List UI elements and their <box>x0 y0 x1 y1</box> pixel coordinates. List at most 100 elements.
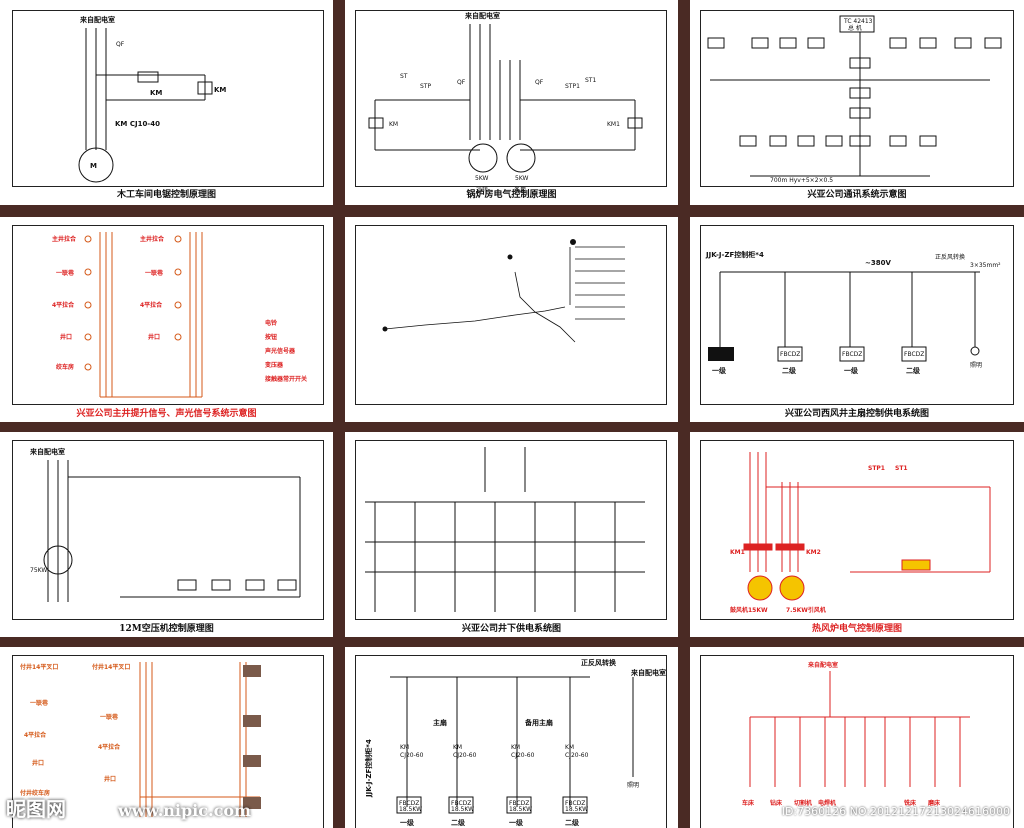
svg-text:KM: KM <box>565 744 574 751</box>
svg-text:一联巷: 一联巷 <box>145 269 163 277</box>
diagram-frame <box>355 655 667 828</box>
svg-text:QF: QF <box>457 79 466 86</box>
svg-text:FBCDZ: FBCDZ <box>509 800 529 807</box>
svg-text:一级: 一级 <box>509 818 524 827</box>
svg-text:付井14平叉口: 付井14平叉口 <box>92 663 130 671</box>
svg-text:4平拉合: 4平拉合 <box>24 731 47 739</box>
panel-fan-control-cabinet: 正反风转换 来自配电室 JJK-J-ZF控制柜*4 主扇 备用主扇 KM CJ2… <box>345 647 678 828</box>
svg-text:来自配电室: 来自配电室 <box>808 661 838 669</box>
svg-text:7.5KW引风机: 7.5KW引风机 <box>786 606 826 614</box>
svg-text:~380V: ~380V <box>865 259 891 267</box>
panel-mine-layout <box>345 217 678 422</box>
svg-text:备用主扇: 备用主扇 <box>524 718 553 727</box>
svg-text:KM2: KM2 <box>806 549 821 556</box>
communication-diagram: TC 42413 总 机 700m Hyv+5×2×0.5 <box>707 15 1002 184</box>
panel-compressor: 来自配电室 75KW 12M空压机控制原理图 <box>0 432 333 637</box>
svg-text:CJ20-60: CJ20-60 <box>400 752 424 759</box>
svg-text:一联巷: 一联巷 <box>30 699 48 707</box>
diagram-frame <box>355 440 667 620</box>
svg-text:来自配电室: 来自配电室 <box>29 447 65 456</box>
svg-text:75KW: 75KW <box>30 567 47 574</box>
svg-text:变压器: 变压器 <box>265 361 284 369</box>
diagram-frame <box>700 655 1014 828</box>
svg-text:照明: 照明 <box>627 782 639 789</box>
svg-text:电焊机: 电焊机 <box>818 799 836 807</box>
svg-text:来自配电室: 来自配电室 <box>464 11 500 20</box>
svg-text:井口: 井口 <box>60 333 72 341</box>
svg-text:JJK-J-ZF控制柜*4: JJK-J-ZF控制柜*4 <box>364 739 373 798</box>
svg-text:铣床: 铣床 <box>904 799 917 807</box>
svg-text:一级: 一级 <box>844 366 859 375</box>
svg-text:FBCDZ: FBCDZ <box>565 800 585 807</box>
svg-text:700m Hyv+5×2×0.5: 700m Hyv+5×2×0.5 <box>770 177 833 184</box>
diagram-frame <box>355 10 667 187</box>
caption: 热风炉电气控制原理图 <box>811 624 902 634</box>
svg-text:一联巷: 一联巷 <box>56 269 74 277</box>
boiler-control-diagram: 来自配电室 ST STP STP1 ST1 QF QF KM KM1 5KW 5… <box>368 11 643 194</box>
svg-text:鼓风机15KW: 鼓风机15KW <box>730 606 768 614</box>
fan-control-cabinet-diagram: 正反风转换 来自配电室 JJK-J-ZF控制柜*4 主扇 备用主扇 KM CJ2… <box>364 658 666 827</box>
watermark-brand: 昵图网 <box>6 797 66 821</box>
diagram-frame <box>12 655 324 828</box>
panel-fan-power: JJK-J-ZF控制柜*4 ~380V 正反风转换 3×35mm² FBCDZ … <box>690 217 1024 422</box>
svg-text:CJ20-60: CJ20-60 <box>453 752 477 759</box>
underground-power-diagram <box>365 447 645 612</box>
svg-text:一级: 一级 <box>400 818 415 827</box>
svg-text:来自配电室: 来自配电室 <box>630 668 666 677</box>
diagram-frame <box>12 225 324 405</box>
svg-text:18.5KW: 18.5KW <box>509 806 532 813</box>
svg-text:二级: 二级 <box>565 818 580 827</box>
caption: 兴亚公司井下供电系统图 <box>461 624 561 634</box>
watermark-url: www.nipic.com <box>118 801 251 820</box>
svg-text:来自配电室: 来自配电室 <box>79 15 115 24</box>
caption: 兴亚公司主井提升信号、声光信号系统示意图 <box>76 409 257 419</box>
panel-boiler-control: 来自配电室 ST STP STP1 ST1 QF QF KM KM1 5KW 5… <box>345 0 678 205</box>
svg-text:FBCDZ: FBCDZ <box>842 351 862 358</box>
panel-communication: TC 42413 总 机 700m Hyv+5×2×0.5 兴亚公司通讯系统示意… <box>690 0 1024 205</box>
workshop-distribution-diagram: 来自配电室 车床 钻床 切割机 电焊机 铣床 磨床 <box>742 661 970 807</box>
panel-aux-shaft-signal: 付井14平叉口 一联巷 4平拉合 井口 付井绞车房 付井14平叉口 一联巷 4平… <box>0 647 333 828</box>
svg-text:主井拉合: 主井拉合 <box>52 235 77 243</box>
svg-text:KM: KM <box>400 744 409 751</box>
panel-hoist-signal: 主井拉合 一联巷 4平拉合 井口 绞车房 主井拉合 一联巷 4平拉合 井口 电铃… <box>0 217 333 422</box>
svg-text:总 机: 总 机 <box>848 24 862 32</box>
svg-text:主扇: 主扇 <box>433 718 447 727</box>
diagram-frame <box>12 440 324 620</box>
svg-text:照明: 照明 <box>970 362 982 369</box>
svg-text:声光信号器: 声光信号器 <box>264 347 296 355</box>
panel-saw-control: 来自配电室 KM KM KM CJ10-40 QF M 木工车间电锯控制原理图 <box>0 0 333 205</box>
panel-workshop-distribution: 来自配电室 车床 钻床 切割机 电焊机 铣床 磨床 <box>690 647 1024 828</box>
svg-text:付井绞车房: 付井绞车房 <box>20 789 50 797</box>
svg-text:JJK-J-ZF控制柜*4: JJK-J-ZF控制柜*4 <box>705 250 764 259</box>
svg-text:ST1: ST1 <box>585 77 596 84</box>
svg-text:井口: 井口 <box>148 333 160 341</box>
svg-text:电铃: 电铃 <box>265 319 278 327</box>
svg-text:KM1: KM1 <box>730 549 745 556</box>
svg-text:TC 42413: TC 42413 <box>843 18 873 25</box>
watermark-id: ID:7360126 NO:20121217213024616000 <box>781 805 1010 818</box>
svg-text:井口: 井口 <box>104 775 116 783</box>
svg-text:车床: 车床 <box>742 799 755 807</box>
svg-text:STP1: STP1 <box>565 83 580 90</box>
svg-text:3×35mm²: 3×35mm² <box>970 262 1001 269</box>
caption: 锅炉房电气控制原理图 <box>466 190 557 200</box>
diagram-frame <box>700 225 1014 405</box>
svg-text:QF: QF <box>535 79 544 86</box>
diagram-frame <box>700 440 1014 620</box>
diagram-frame <box>355 225 667 405</box>
svg-text:KM: KM <box>511 744 520 751</box>
svg-text:ST: ST <box>400 73 408 80</box>
svg-text:付井14平叉口: 付井14平叉口 <box>20 663 58 671</box>
svg-text:井口: 井口 <box>32 759 44 767</box>
svg-text:4平拉合: 4平拉合 <box>140 301 163 309</box>
svg-text:二级: 二级 <box>451 818 466 827</box>
svg-text:一级: 一级 <box>712 366 727 375</box>
hot-air-furnace-diagram: KM1 KM2 STP1 ST1 鼓风机15KW 7.5KW引风机 <box>730 452 991 614</box>
svg-text:5KW: 5KW <box>475 175 489 182</box>
svg-text:FBCDZ: FBCDZ <box>399 800 419 807</box>
svg-text:正反风转换: 正反风转换 <box>581 658 617 667</box>
fan-power-diagram: JJK-J-ZF控制柜*4 ~380V 正反风转换 3×35mm² FBCDZ … <box>705 250 1001 375</box>
caption: 兴亚公司通讯系统示意图 <box>807 190 907 200</box>
svg-text:18.5KW: 18.5KW <box>565 806 588 813</box>
svg-text:M: M <box>90 162 97 170</box>
